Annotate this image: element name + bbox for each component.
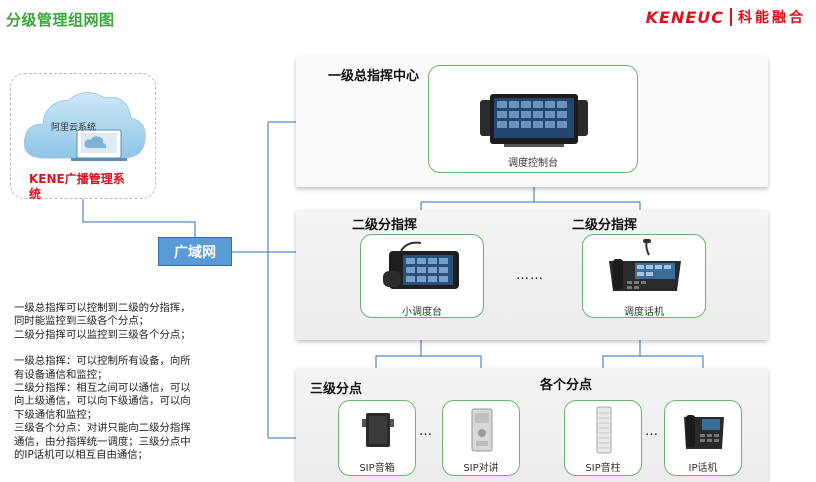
level3-card-ip-phone: IP话机 [664,400,742,476]
desc-line: 二级分指挥：相互之间可以通信，可以 [14,382,191,395]
level1-device-card: 调度控制台 [428,65,638,173]
level3-card-column-speaker: SIP音柱 [564,400,642,476]
level2-panel: 二级分指挥 二级分指挥 小调度台 …… 调度话机 [296,210,768,340]
cloud-system-box: 阿里云系统 KENE广播管理系统 [10,73,156,201]
level3-device-label: SIP对讲 [463,463,499,474]
page-title: 分级管理组网图 [6,11,115,29]
desc-line: 有设备通信和监控； [14,368,108,381]
level3-ellipsis-right: … [645,424,659,439]
column-speaker-icon [596,406,612,454]
level3-right-title: 各个分点 [540,378,593,393]
level3-device-label: SIP音箱 [359,463,395,474]
level1-panel: 一级总指挥中心 调度控制台 [296,57,768,187]
level2-left-label: 小调度台 [402,307,442,318]
desc-line: 一级总指挥可以控制到二级的分指挥， [14,302,191,314]
brand-separator [730,8,732,26]
level3-card-speaker: SIP音箱 [338,400,416,476]
desc-line: 二级分指挥可以监控到三级各个分点； [14,328,191,341]
desc-line: 通信，由分指挥统一调度；三级分点中 [14,435,191,448]
desc-line: 的IP话机可以相互自由通信； [14,449,149,462]
level3-device-label: IP话机 [688,463,718,474]
small-console-icon [383,241,459,289]
level2-left-title: 二级分指挥 [352,218,418,233]
level3-ellipsis-left: … [419,424,433,439]
brand-logo-latin: KENEUC [645,7,724,27]
level3-device-label: SIP音柱 [585,463,621,474]
desc-line [14,342,284,355]
level3-left-title: 三级分点 [310,382,363,397]
console-icon [480,94,588,147]
level2-right-card: 调度话机 [582,234,706,318]
description-text: 一级总指挥可以控制到二级的分指挥， 同时能监控到三级各个分点； 二级分指挥可以监… [14,302,284,462]
level1-title: 一级总指挥中心 [328,69,420,84]
level2-left-card: 小调度台 [360,234,484,318]
level2-right-label: 调度话机 [624,307,664,318]
desc-line: 下级通信和监控； [14,408,98,421]
level3-panel: 三级分点 各个分点 SIP音箱 … SIP对讲 SIP音柱 … [296,368,768,482]
line-cloud-wan [82,199,196,237]
wan-node: 广域网 [158,237,232,266]
cloud-system-name: KENE广播管理系统 [29,172,125,201]
level2-ellipsis: …… [516,268,544,283]
desc-line: 一级总指挥：可以控制所有设备，向所 [14,355,191,368]
level3-card-intercom: SIP对讲 [442,400,520,476]
brand-logo-cn: 科能融合 [738,10,806,26]
desc-line: 同时能监控到三级各个分点； [14,315,150,328]
ip-phone-icon [684,415,724,449]
brand-logo: KENEUC 科能融合 [646,7,806,27]
level2-right-title: 二级分指挥 [572,218,638,233]
cloud-icon [23,92,146,161]
level1-device-label: 调度控制台 [508,158,558,169]
speaker-icon [362,413,394,447]
desc-line: 向上级通信，可以向下级通信，可以向 [14,395,191,408]
intercom-icon [471,408,493,452]
cloud-label: 阿里云系统 [51,123,97,133]
dispatch-phone-icon [609,239,681,291]
desc-line: 三级各个分点：对讲只能向二级分指挥 [14,422,191,435]
